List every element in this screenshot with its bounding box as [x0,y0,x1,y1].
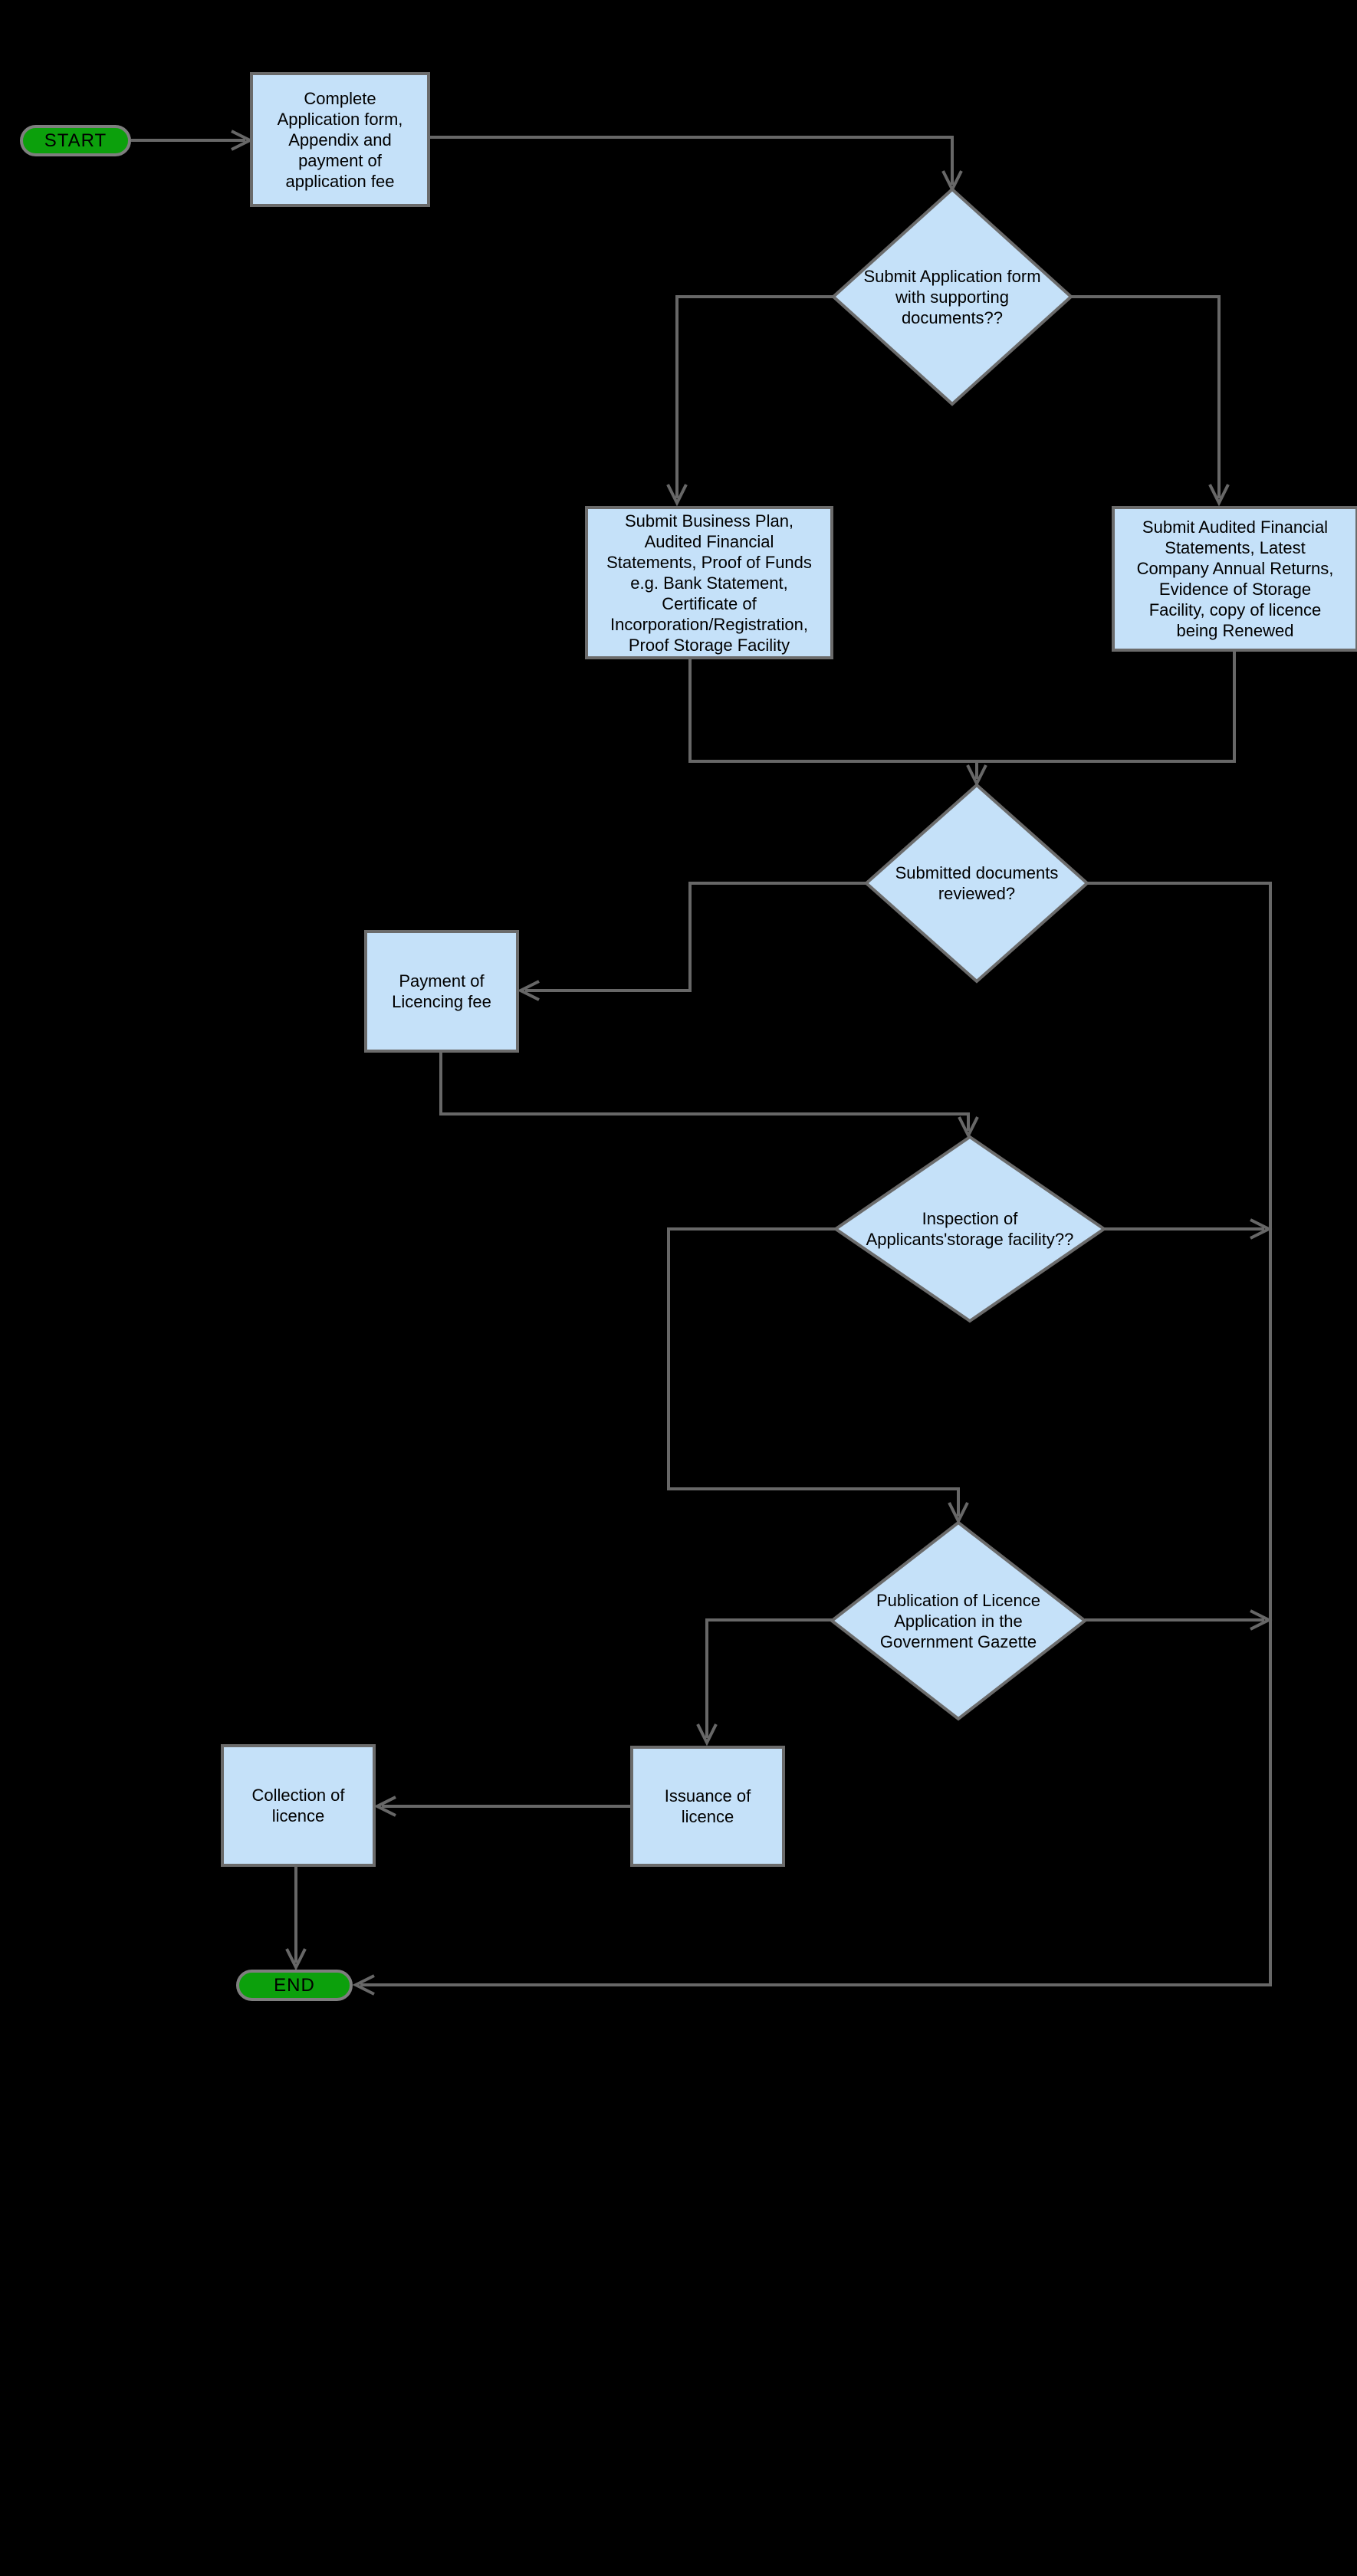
start-label: START [44,130,107,151]
process-collection-of-licence[interactable]: Collection of licence [221,1744,376,1867]
edge-payment-to-inspection-decision [439,1053,979,1139]
edge-publication-decision-to-issuance [696,1618,832,1746]
decision-inspection-shape [833,1135,1107,1323]
edge-submit-decision-to-new-docs [666,295,833,507]
process-collection-of-licence-label: Collection of licence [251,1786,345,1825]
decision-submit-application-shape [831,187,1073,406]
process-submit-new-docs-label: Submit Business Plan, Audited Financial … [606,511,812,655]
process-complete-application[interactable]: Complete Application form, Appendix and … [250,72,430,207]
process-issuance-of-licence[interactable]: Issuance of licence [630,1746,785,1867]
process-submit-renewal-docs[interactable]: Submit Audited Financial Statements, Lat… [1112,506,1357,652]
start-terminal[interactable]: START [20,125,131,156]
edge-reviewed-decision-to-end-rail [352,882,1272,1996]
process-payment-licencing-fee-label: Payment of Licencing fee [392,971,491,1011]
edge-submit-decision-to-renewal-docs [1071,295,1230,507]
process-complete-application-label: Complete Application form, Appendix and … [277,88,403,191]
end-terminal[interactable]: END [236,1970,353,2001]
process-submit-new-docs[interactable]: Submit Business Plan, Audited Financial … [585,506,833,659]
edge-reviewed-decision-to-payment [517,882,866,1001]
edge-renewal-docs-to-merge [976,652,1236,763]
process-submit-renewal-docs-label: Submit Audited Financial Statements, Lat… [1136,518,1334,640]
decision-documents-reviewed-shape [863,783,1090,984]
edge-new-docs-to-merge [688,659,978,763]
decision-publication-shape [829,1520,1088,1721]
process-issuance-of-licence-label: Issuance of licence [664,1786,751,1826]
process-payment-licencing-fee[interactable]: Payment of Licencing fee [364,930,519,1053]
edge-complete-application-to-submit-decision [430,136,963,193]
end-label: END [274,1975,315,1996]
edge-inspection-decision-to-publication-decision [667,1227,969,1525]
